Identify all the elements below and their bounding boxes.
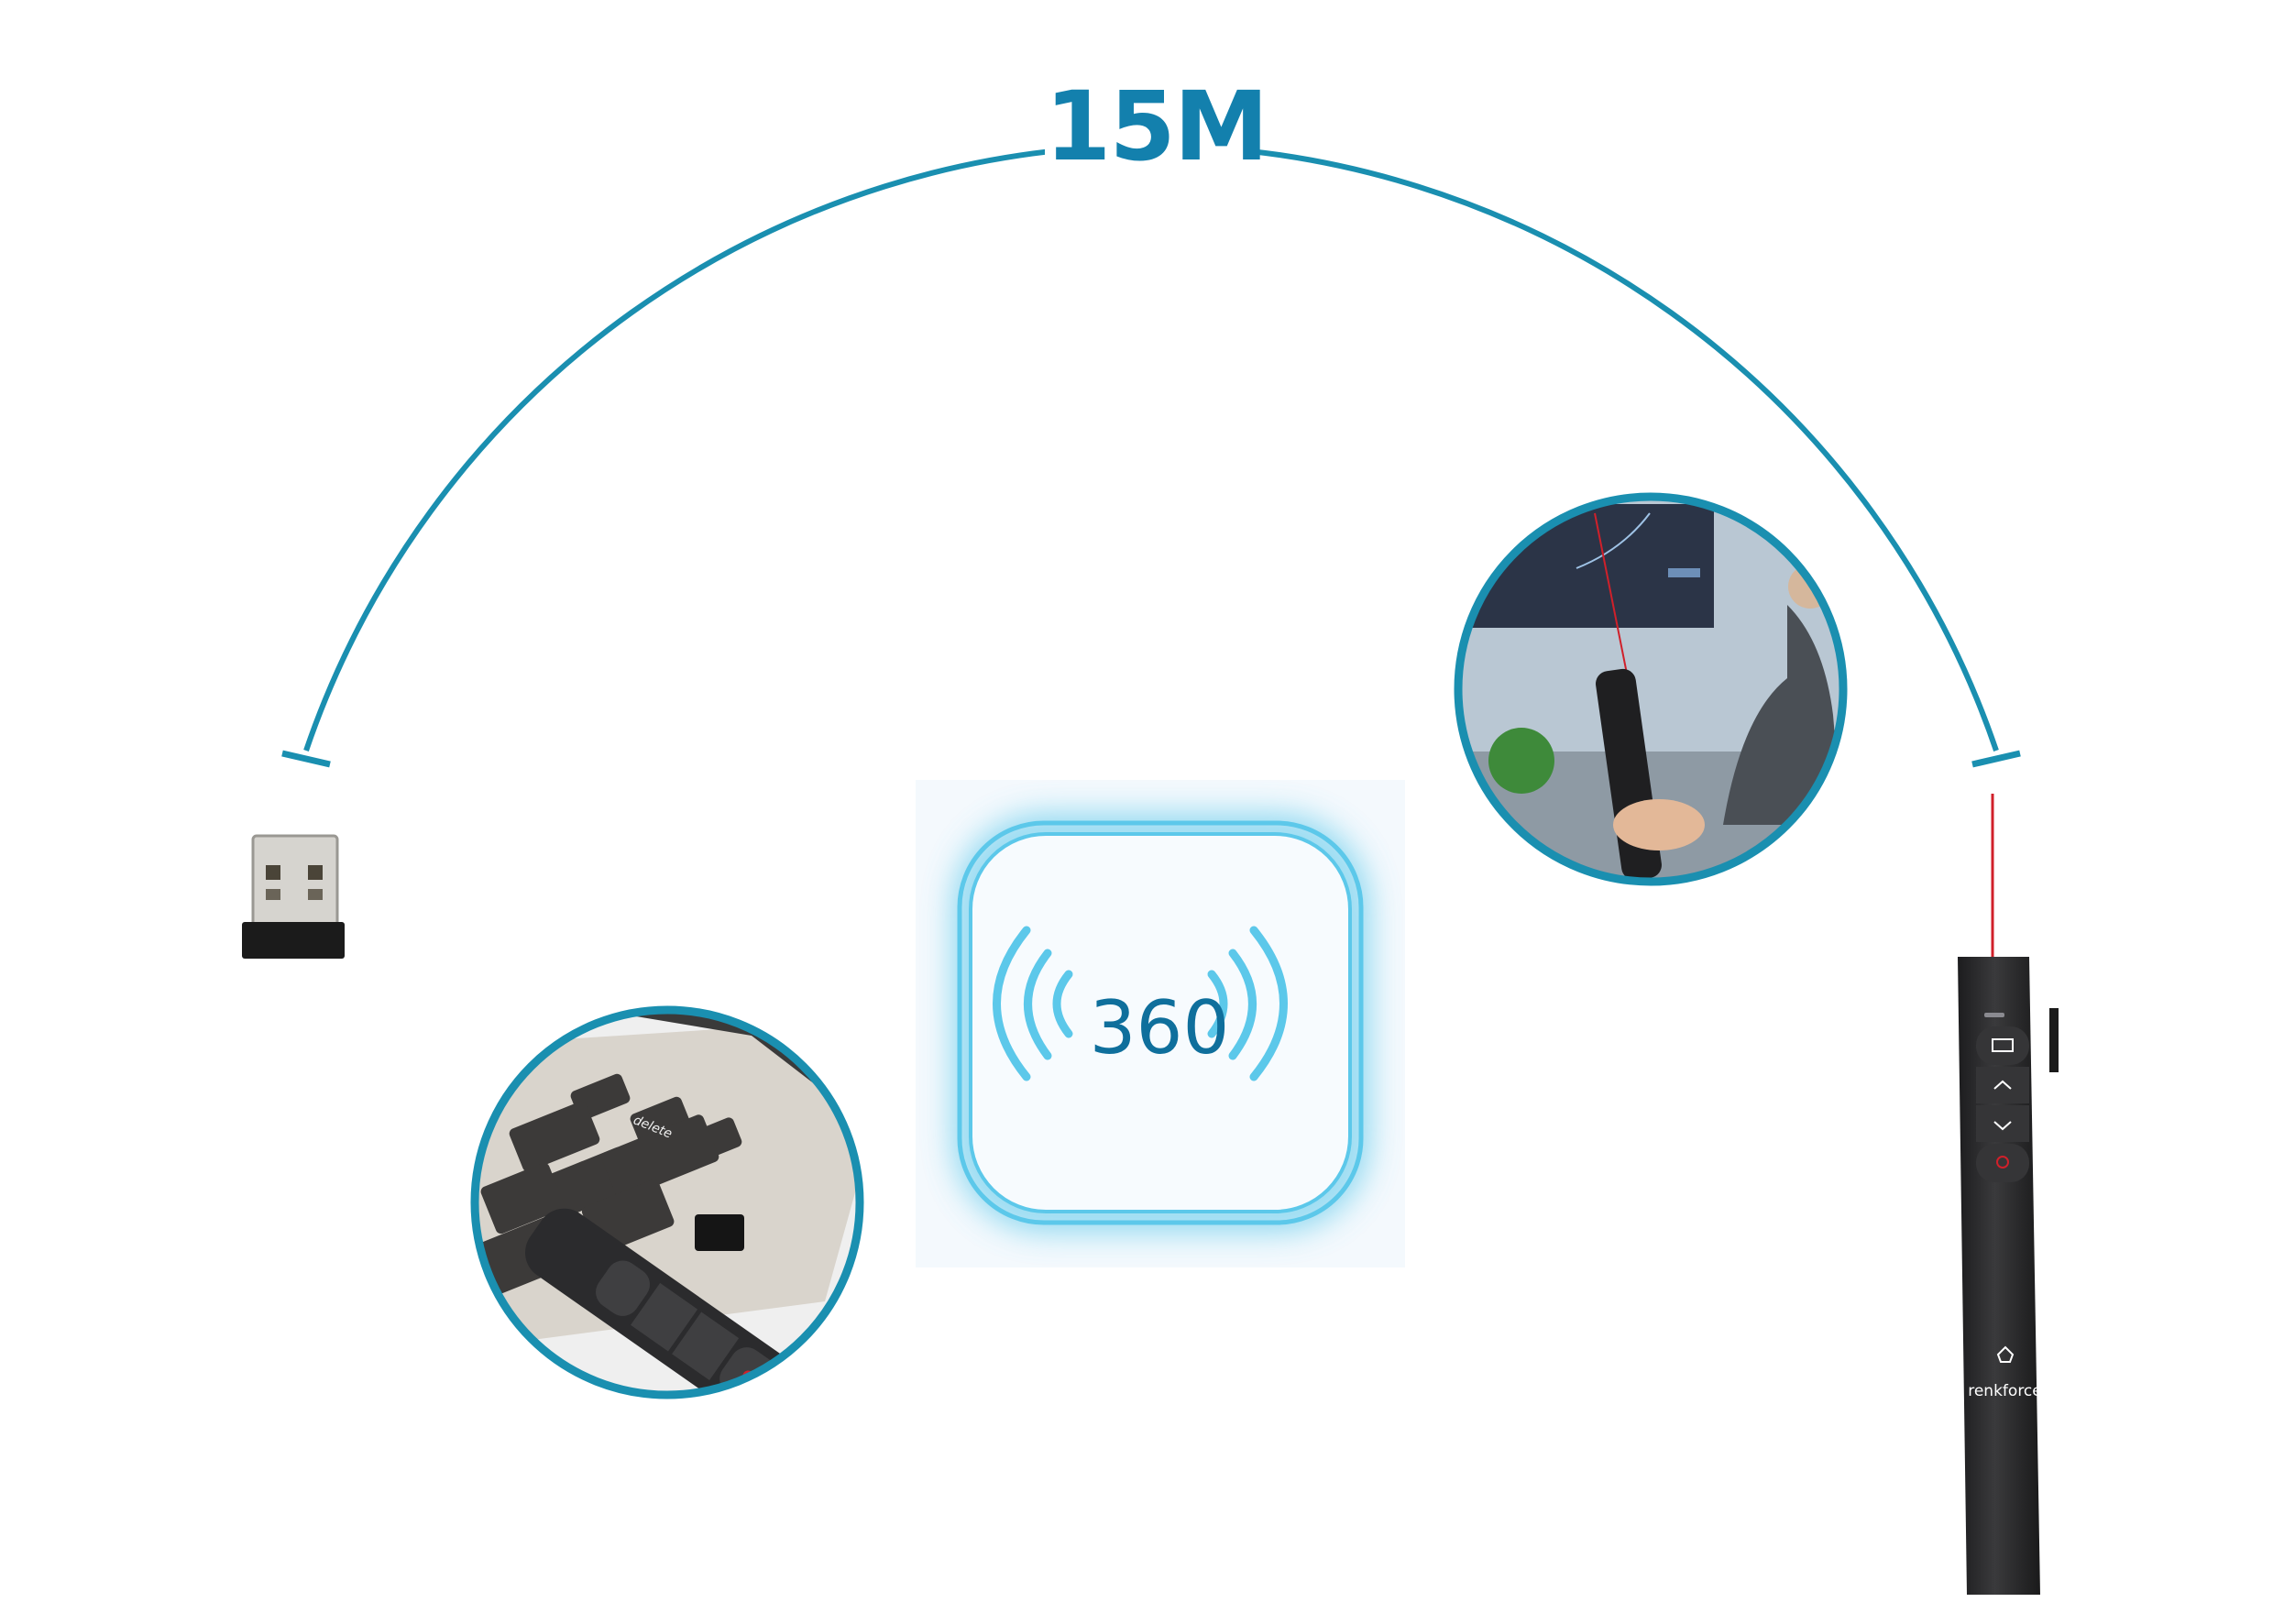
presenter-laser-button: [1976, 1144, 2029, 1182]
laptop-usage-photo: [477, 1012, 858, 1393]
signal-waves-icon: [993, 926, 1288, 1081]
renkforce-logo-icon: [1996, 1345, 2015, 1363]
presenter-next-button: [1976, 1105, 2029, 1142]
meeting-usage-photo: [1460, 499, 1841, 880]
brand-logo-text: renkforce: [1968, 1382, 2042, 1400]
presenter-blank-screen-button: [1976, 1026, 2029, 1065]
usb-dongle-image: [242, 834, 345, 959]
arc-end-left: [281, 750, 331, 768]
laser-icon: [1996, 1156, 2009, 1169]
meeting-photo-frame: [1454, 492, 1848, 886]
presenter-remote: [1958, 957, 2059, 1595]
arc-end-right: [1971, 750, 2021, 768]
coverage-label: 360: [1089, 985, 1230, 1070]
range-label: 15M: [1045, 71, 1268, 182]
laptop-photo-frame: [470, 1005, 864, 1399]
coverage-frame-outer: [957, 820, 1364, 1225]
presenter-previous-button: [1976, 1067, 2029, 1103]
